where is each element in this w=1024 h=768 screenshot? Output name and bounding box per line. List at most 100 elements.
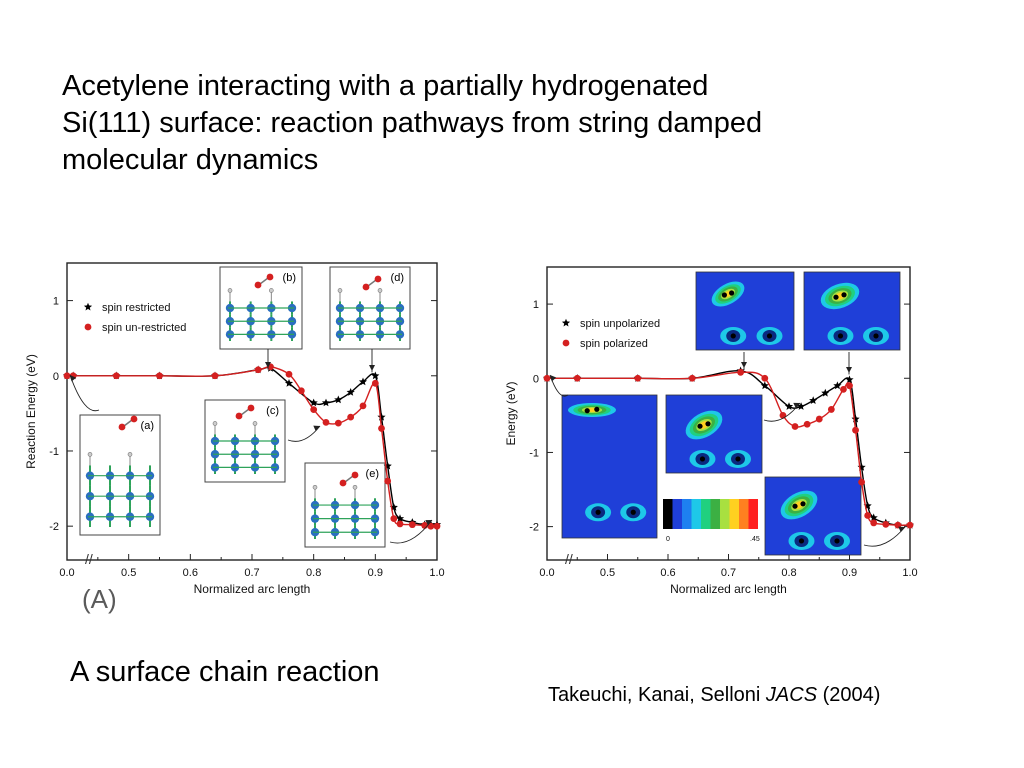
arrow-a-head — [70, 375, 77, 382]
x-tick-label: 0.6 — [183, 567, 198, 579]
x-tick-label: 0.8 — [306, 567, 321, 579]
legend-label-2: spin polarized — [580, 338, 648, 350]
circle-marker — [63, 372, 71, 380]
colorbar-tick: 0 — [666, 536, 670, 543]
x-tick-label: 0.9 — [842, 567, 857, 579]
circle-marker — [433, 522, 441, 530]
star-marker — [389, 503, 398, 511]
star-marker — [809, 396, 818, 404]
colorbar-tick: .45 — [750, 536, 760, 543]
title-line-3: molecular dynamics — [62, 144, 319, 176]
inset-d-carbon — [374, 275, 382, 283]
arrow-e-head — [425, 520, 432, 526]
colorbar-cell — [748, 499, 758, 529]
circle-marker — [882, 520, 890, 528]
circle-marker — [254, 366, 262, 374]
star-marker — [371, 371, 380, 380]
density-map-2-site-atom — [766, 333, 773, 339]
y-tick-label: 0 — [53, 371, 59, 383]
circle-marker — [285, 370, 293, 378]
density-map-2 — [695, 271, 795, 351]
circle-marker — [371, 379, 379, 387]
circle-marker — [864, 512, 872, 519]
star-marker — [821, 388, 830, 397]
x-tick-label: 0.5 — [121, 567, 136, 579]
density-map-4-site-atom — [735, 456, 741, 462]
colorbar-cell — [682, 499, 692, 529]
title-line-2: Si(111) surface: reaction pathways from … — [62, 107, 763, 139]
x-axis-label: Normalized arc length — [194, 582, 311, 596]
density-map-2-site-atom — [730, 333, 736, 339]
legend-label-2: spin un-restricted — [102, 322, 186, 334]
circle-marker — [852, 426, 859, 434]
y-tick-label: -1 — [49, 446, 59, 458]
inset-c-h-atom — [252, 421, 258, 426]
y-axis-label: Reaction Energy (eV) — [24, 354, 38, 469]
circle-marker — [634, 374, 642, 382]
density-map-1-site-atom — [630, 509, 636, 515]
circle-marker — [334, 419, 342, 427]
star-marker — [784, 402, 794, 410]
star-marker — [395, 514, 405, 523]
citation-year: (2004) — [817, 684, 881, 706]
inset-a: (a) — [79, 414, 161, 536]
inset-e: (e) — [304, 462, 386, 548]
inset-b-carbon — [254, 281, 262, 289]
circle-marker — [384, 477, 392, 485]
circle-marker — [573, 374, 581, 382]
density-map-3 — [803, 271, 901, 351]
legend-circle-marker — [84, 323, 92, 331]
colorbar-cell — [672, 499, 682, 529]
title-line-1: Acetylene interacting with a partially h… — [62, 70, 709, 102]
density-map-4 — [665, 394, 763, 474]
arrow-c-head — [313, 425, 320, 432]
star-marker — [857, 463, 866, 471]
circle-marker — [112, 372, 120, 380]
citation-authors: Takeuchi, Kanai, Selloni — [548, 684, 766, 706]
inset-e-label: (e) — [366, 468, 379, 480]
arrow-2-head — [741, 362, 747, 368]
colorbar-cell — [720, 499, 730, 529]
density-map-1-site-atom — [595, 509, 601, 515]
x-tick-label: 0.6 — [660, 567, 675, 579]
y-tick-label: 0 — [533, 373, 539, 385]
inset-a-carbon — [118, 423, 126, 431]
y-tick-label: -2 — [529, 522, 539, 534]
inset-a-h-atom — [87, 452, 93, 457]
legend-label-1: spin unpolarized — [580, 318, 660, 330]
density-map-3-site-atom — [873, 333, 879, 339]
star-marker — [321, 398, 331, 407]
legend-circle-marker — [562, 339, 570, 347]
inset-a-h-atom — [127, 452, 133, 457]
colorbar-cell — [710, 499, 720, 529]
arrow-3-head — [846, 367, 852, 373]
circle-marker — [791, 423, 799, 430]
density-map-5 — [764, 476, 862, 556]
circle-marker — [906, 521, 914, 529]
colorbar-cell — [691, 499, 701, 529]
slide-caption: A surface chain reaction — [70, 656, 380, 688]
y-tick-label: -2 — [49, 521, 59, 533]
circle-marker — [688, 374, 696, 382]
axis-break-mark: // — [85, 551, 93, 567]
inset-b: (b) — [219, 266, 303, 350]
star-marker — [833, 381, 842, 390]
density-map-2-atom — [729, 290, 735, 296]
circle-marker — [779, 411, 787, 419]
inset-d-label: (d) — [391, 272, 404, 284]
circle-marker — [390, 515, 398, 523]
circle-marker — [840, 385, 847, 393]
x-tick-label: 1.0 — [902, 567, 917, 579]
arrow-4-head — [793, 402, 800, 409]
density-map-5-atom — [800, 501, 806, 507]
x-tick-label: 0.5 — [600, 567, 615, 579]
x-tick-label: 0.7 — [244, 567, 259, 579]
inset-d-h-atom — [337, 288, 343, 293]
colorbar-cell — [729, 499, 739, 529]
circle-marker — [815, 415, 823, 423]
circle-marker — [408, 521, 416, 529]
arrow-d-head — [369, 365, 375, 371]
density-map-2-atom — [721, 292, 727, 298]
colorbar-cell — [739, 499, 749, 529]
slide-title: Acetylene interacting with a partially h… — [62, 68, 942, 179]
